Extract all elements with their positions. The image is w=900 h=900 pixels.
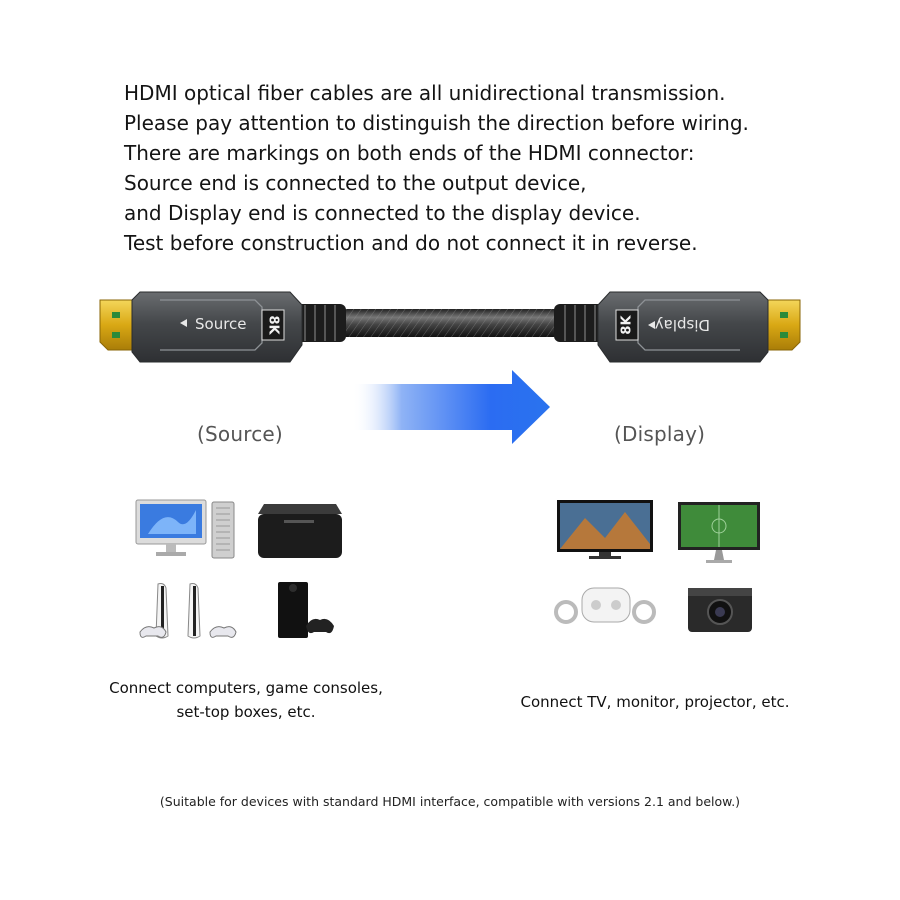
- instruction-text: HDMI optical fiber cables are all unidir…: [124, 78, 824, 258]
- desktop-computer-icon: [135, 499, 235, 559]
- display-caption: (Display): [614, 422, 706, 446]
- instruction-line: Source end is connected to the output de…: [124, 171, 587, 195]
- source-label: Source: [195, 315, 247, 333]
- 8k-badge: 8K: [620, 315, 635, 335]
- source-caption: (Source): [197, 422, 283, 446]
- instruction-line: Test before construction and do not conn…: [124, 231, 698, 255]
- description-line: Connect computers, game consoles,: [109, 679, 383, 697]
- triangle-icon: [180, 319, 187, 327]
- instruction-line: and Display end is connected to the disp…: [124, 201, 641, 225]
- xbox-console-icon: [278, 582, 334, 638]
- compatibility-note: (Suitable for devices with standard HDMI…: [159, 794, 741, 809]
- direction-arrow-icon: [352, 370, 550, 444]
- vr-headset-icon: [554, 587, 656, 624]
- source-connector: Source 8K: [99, 291, 303, 363]
- display-label: Display: [655, 316, 710, 334]
- source-device-description: Connect computers, game consoles, set-to…: [96, 676, 396, 724]
- display-device-description: Connect TV, monitor, projector, etc.: [505, 690, 805, 714]
- 8k-badge: 8K: [266, 315, 281, 335]
- monitor-icon: [678, 502, 760, 563]
- projector-icon: [688, 588, 752, 632]
- instruction-line: There are markings on both ends of the H…: [124, 141, 695, 165]
- tv-icon: [557, 500, 653, 559]
- game-console-icon: [139, 583, 237, 639]
- instruction-line: Please pay attention to distinguish the …: [124, 111, 749, 135]
- triangle-icon: [648, 321, 655, 329]
- description-line: Connect TV, monitor, projector, etc.: [520, 693, 790, 711]
- description-line: set-top boxes, etc.: [176, 703, 316, 721]
- set-top-box-icon: [258, 504, 342, 558]
- cable-cord: [296, 304, 604, 342]
- hdmi-cable-illustration: Source 8K 8K Display: [99, 291, 801, 363]
- instruction-line: HDMI optical fiber cables are all unidir…: [124, 81, 726, 105]
- display-connector: 8K Display: [597, 291, 801, 363]
